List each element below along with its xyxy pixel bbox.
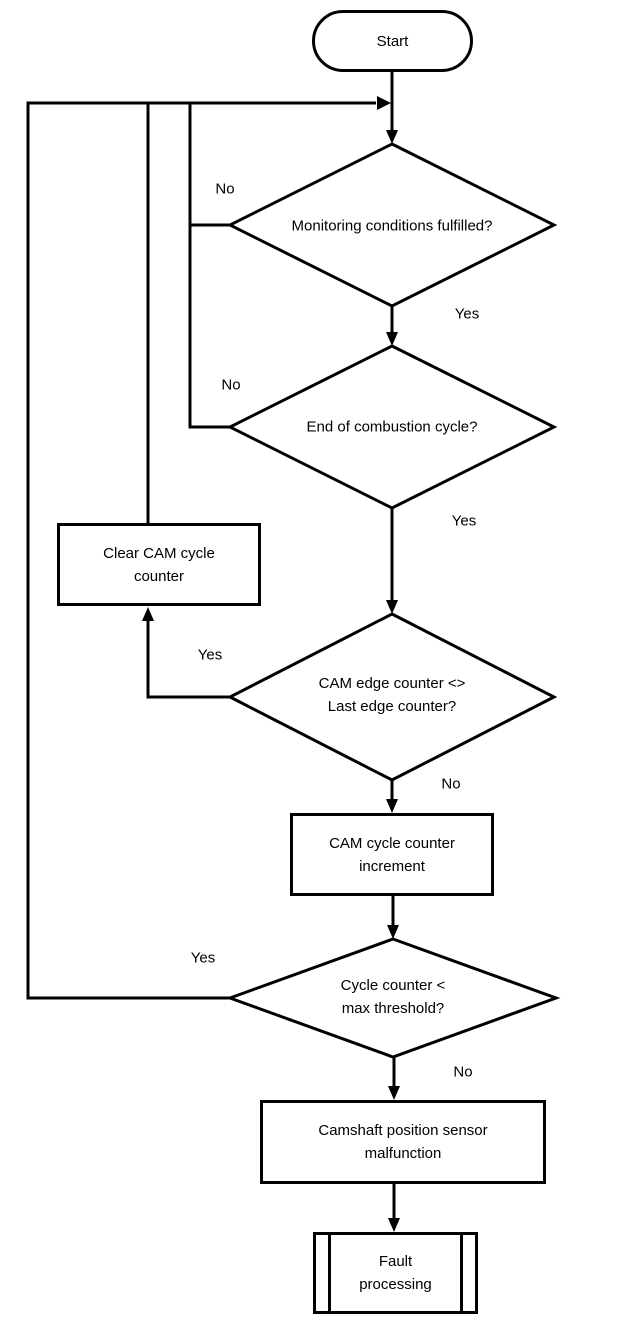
- process-label-line: processing: [359, 1276, 432, 1293]
- predefined-process-fault-processing: Fault processing: [313, 1232, 478, 1314]
- arrowhead-loop-into-main-line: [377, 96, 391, 110]
- arrowhead-into-clear-counter: [142, 607, 154, 621]
- decision-cam-edge-counter: [226, 612, 558, 782]
- branch-label-combustion-yes: Yes: [451, 512, 477, 530]
- decision-label-line: max threshold?: [341, 1000, 445, 1017]
- branch-label-threshold-yes: Yes: [190, 949, 216, 967]
- branch-label-monitoring-yes: Yes: [454, 305, 480, 323]
- decision-label-monitoring: Monitoring conditions fulfilled?: [291, 217, 493, 235]
- predefined-process-right-bar: [460, 1235, 463, 1311]
- connector-threshold-yes-feedback-loop: [26, 101, 376, 1000]
- branch-label-threshold-no: No: [453, 1063, 473, 1081]
- arrowhead-into-monitoring: [386, 130, 398, 144]
- start-terminator: Start: [312, 10, 473, 72]
- branch-label-edge-counter-yes: Yes: [197, 646, 223, 664]
- decision-label-edge-counter: CAM edge counter <> Last edge counter?: [319, 672, 466, 718]
- process-label-line: Fault: [378, 1253, 413, 1270]
- decision-label-line: Cycle counter <: [340, 977, 446, 994]
- decision-cycle-counter-threshold: [225, 937, 561, 1059]
- branch-label-monitoring-no: No: [215, 180, 235, 198]
- process-clear-cam-cycle-counter: Clear CAM cycle counter: [57, 523, 261, 606]
- decision-label-line: CAM edge counter <>: [318, 675, 466, 692]
- process-label-line: CAM cycle counter: [329, 834, 455, 852]
- decision-end-of-combustion-cycle: [226, 344, 558, 510]
- decision-label-line: Last edge counter?: [327, 698, 457, 715]
- arrowhead-into-increment: [386, 799, 398, 813]
- process-label-line: Camshaft position sensor: [318, 1122, 488, 1139]
- process-label-line: counter: [133, 567, 185, 585]
- arrowhead-into-fault-processing: [388, 1218, 400, 1232]
- decision-label-threshold: Cycle counter < max threshold?: [341, 974, 446, 1020]
- connector-edge-counter-yes-to-clear-counter: [146, 621, 230, 699]
- process-camshaft-sensor-malfunction: Camshaft position sensor malfunction: [260, 1100, 546, 1184]
- process-label-line: malfunction: [364, 1145, 442, 1162]
- process-cam-cycle-counter-increment: CAM cycle counter increment: [290, 813, 494, 896]
- arrowhead-into-threshold: [387, 925, 399, 939]
- process-label-line: Clear CAM cycle: [103, 544, 215, 562]
- decision-monitoring-conditions: [226, 142, 558, 308]
- predefined-process-left-bar: [328, 1235, 331, 1311]
- start-label: Start: [376, 32, 409, 50]
- arrowhead-into-combustion: [386, 332, 398, 346]
- connector-combustion-no-to-loop: [188, 103, 230, 429]
- arrowhead-into-edge-counter: [386, 600, 398, 614]
- branch-label-combustion-no: No: [221, 376, 241, 394]
- process-label-line: increment: [359, 857, 425, 875]
- arrowhead-into-malfunction: [388, 1086, 400, 1100]
- branch-label-edge-counter-no: No: [441, 775, 461, 793]
- decision-label-combustion: End of combustion cycle?: [306, 418, 478, 436]
